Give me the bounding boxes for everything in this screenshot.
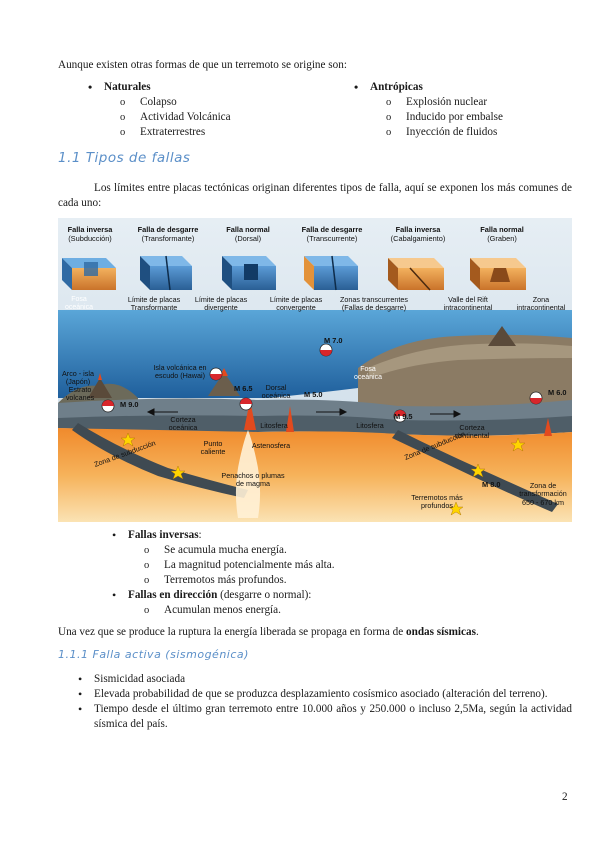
fault-title-suffix: (desgarre o normal): (217, 589, 312, 601)
seismic-paragraph: Una vez que se produce la ruptura la ene… (58, 625, 578, 640)
fault-item: Acumulan menos energía. (144, 603, 599, 618)
magnitude-m50: M 5.0 (304, 390, 323, 399)
natural-list: Naturales Colapso Actividad Volcánica Ex… (88, 80, 324, 140)
section-heading: 1.1 Tipos de fallas (58, 150, 191, 166)
label-fosa-oceanica: Fosa oceánica (64, 296, 94, 312)
natural-item: Extraterrestres (120, 125, 360, 140)
label-corteza-oceanica: Corteza oceánica (168, 415, 198, 433)
fault-title: Fallas inversas: (112, 528, 568, 543)
seismic-text-after: . (475, 626, 479, 638)
seismic-text-bold: ondas sísmicas (406, 626, 476, 638)
anthropic-item: Inducido por embalse (386, 110, 599, 125)
label-astenosfera: Astenosfera (251, 441, 291, 450)
fault-item: La magnitud potencialmente más alta. (144, 558, 599, 573)
fault-title-bold: Fallas inversas (128, 529, 199, 541)
label-limite-convergente: Límite de placas convergente (269, 295, 323, 313)
anthropic-item: Inyección de fluidos (386, 125, 599, 140)
label-litosfera-1: Litosfera (260, 421, 288, 430)
fault-header-5: Falla inversa(Cabalgamiento) (390, 225, 446, 243)
fault-header-4: Falla de desgarre(Transcurrente) (301, 225, 363, 243)
label-penachos: Penachos o plumas de magma (221, 471, 285, 489)
beachball-m95 (393, 409, 407, 423)
beachball-m60 (529, 391, 543, 405)
magnitude-m90: M 9.0 (120, 400, 139, 409)
fault-item: Se acumula mucha energía. (144, 543, 599, 558)
active-fault-item: Sismicidad asociada (78, 672, 572, 687)
beachball-m90 (101, 399, 115, 413)
fault-block-4 (304, 255, 358, 291)
fault-block-1 (62, 258, 116, 290)
label-fosa-oceanica-2: Fosa oceánica (353, 366, 383, 382)
label-corteza-continental: Corteza continental (454, 423, 490, 441)
label-limite-divergente: Límite de placas divergente (194, 295, 248, 313)
label-valle-rift: Valle del Rift intracontinental (443, 295, 493, 313)
label-arco-isla: Arco - isla (Japón) (62, 369, 94, 387)
anthropic-title: Antrópicas (354, 80, 580, 95)
fault-diagram-illustration (58, 218, 572, 522)
label-zona-transformacion: Zona de transformación 650 - 670 km (519, 481, 567, 507)
label-limite-transformante: Límite de placas Transformante (127, 295, 181, 313)
natural-item: Colapso (120, 95, 360, 110)
fault-title-suffix: : (198, 529, 202, 541)
fault-header-1: Falla inversa(Subducción) (67, 225, 113, 243)
fault-header-2: Falla de desgarre(Transformante) (137, 225, 199, 243)
page-number: 2 (562, 791, 568, 803)
label-dorsal-oceanica: Dorsal oceánica (261, 383, 291, 401)
natural-item: Actividad Volcánica (120, 110, 360, 125)
seismic-text-before: Una vez que se produce la ruptura la ene… (58, 626, 406, 638)
fault-block-5 (388, 258, 444, 291)
fault-header-6: Falla normal(Graben) (480, 225, 524, 243)
active-fault-item: Tiempo desde el último gran terremoto en… (78, 702, 572, 732)
magnitude-m80: M 8.0 (482, 480, 501, 489)
label-zona-intracontinental: Zona intracontinental (516, 295, 566, 313)
fault-item: Terremotos más profundos. (144, 573, 599, 588)
section-paragraph: Los límites entre placas tectónicas orig… (58, 182, 572, 209)
beachball-m70 (319, 343, 333, 357)
fault-types-figure: Falla inversa(Subducción) Falla de desga… (58, 218, 572, 522)
fault-block-2 (140, 255, 192, 291)
anthropic-item: Explosión nuclear (386, 95, 599, 110)
beachball-m65 (209, 367, 223, 381)
magnitude-m65: M 6.5 (234, 384, 253, 393)
magnitude-m95: M 9.5 (394, 412, 413, 421)
active-fault-item: Elevada probabilidad de que se produzca … (78, 687, 572, 702)
active-fault-list: Sismicidad asociada Elevada probabilidad… (78, 672, 572, 732)
fault-header-3: Falla normal(Dorsal) (226, 225, 270, 243)
fault-title-bold: Fallas en dirección (128, 589, 218, 601)
label-zonas-transcurrentes: Zonas transcurrentes (Fallas de desgarre… (340, 295, 408, 313)
magnitude-m70: M 7.0 (324, 336, 343, 345)
fault-list: Fallas inversas: Se acumula mucha energí… (112, 528, 568, 618)
label-terremotos-profundos: Terremotos más profundos (411, 493, 463, 511)
beachball-m50 (239, 397, 253, 411)
label-isla-volcanica: Isla volcánica en escudo (Hawai) (153, 363, 207, 381)
natural-title: Naturales (88, 80, 324, 95)
label-litosfera-2: Litosfera (356, 421, 384, 430)
subsection-heading: 1.1.1 Falla activa (sismogénica) (58, 648, 249, 661)
anthropic-list: Antrópicas Explosión nuclear Inducido po… (354, 80, 580, 140)
label-estrato-volcanes: Estrato volcanes (65, 385, 95, 403)
fault-block-3 (222, 256, 276, 290)
intro-text: Aunque existen otras formas de que un te… (58, 59, 347, 71)
label-punto-caliente: Punto caliente (200, 439, 226, 457)
fault-block-6 (470, 258, 526, 290)
fault-title: Fallas en dirección (desgarre o normal): (112, 588, 568, 603)
magnitude-m60: M 6.0 (548, 388, 567, 397)
